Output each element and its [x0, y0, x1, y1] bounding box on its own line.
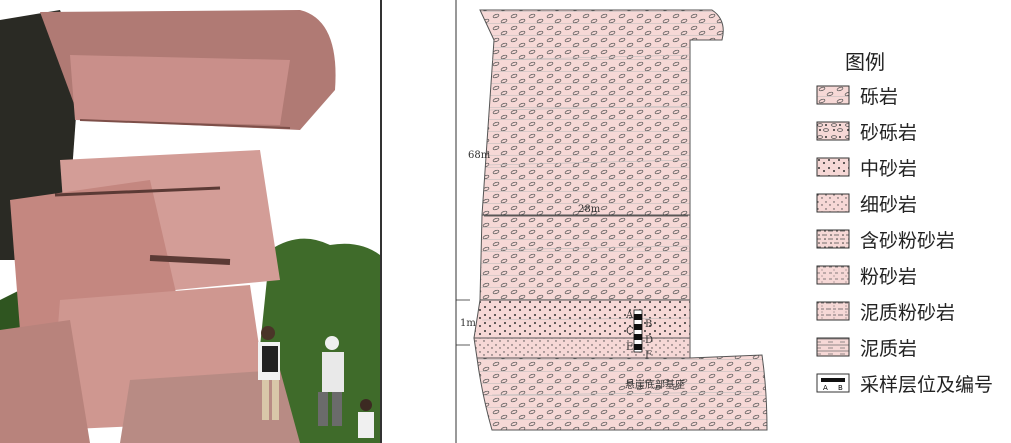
- legend-item-muddy-siltstone: 泥质粉砂岩: [816, 298, 955, 324]
- sample-code-d: D: [645, 335, 653, 346]
- width-dimension-label: 28m: [578, 204, 601, 215]
- sample-marker-icon: A B: [816, 373, 850, 393]
- sandy-siltstone-pattern-icon: [816, 229, 850, 249]
- height-dimension-label: 68m: [468, 150, 491, 161]
- sample-interval-label: 1m: [460, 318, 476, 329]
- legend-item-conglomerate: 砾岩: [816, 82, 898, 108]
- base-label: 悬崖底部基座: [625, 378, 685, 391]
- sample-code-a: A: [625, 310, 634, 321]
- legend-item-fine-sandstone: 细砂岩: [816, 190, 917, 216]
- sample-code-f: F: [645, 350, 652, 361]
- siltstone-pattern-icon: [816, 265, 850, 285]
- person-seated: [358, 399, 374, 438]
- legend-item-sandy-conglomerate: 砂砾岩: [816, 118, 917, 144]
- legend-item-sandy-siltstone: 含砂粉砂岩: [816, 226, 955, 252]
- svg-text:A: A: [823, 384, 828, 392]
- sandy-conglomerate-pattern-icon: [816, 121, 850, 141]
- sample-code-c: C: [626, 326, 634, 337]
- mudstone-pattern-icon: [816, 337, 850, 357]
- muddy-siltstone-pattern-icon: [816, 301, 850, 321]
- sample-code-e: E: [626, 342, 633, 353]
- sample-code-b: B: [645, 319, 652, 330]
- medium-sandstone-pattern-icon: [816, 157, 850, 177]
- legend-item-sample-marker: A B 采样层位及编号: [816, 370, 993, 396]
- sample-interval-dimension: 1m: [456, 300, 476, 345]
- conglomerate-pattern-icon: [816, 85, 850, 105]
- svg-text:B: B: [838, 384, 843, 392]
- legend-title: 图例: [845, 46, 885, 75]
- cliff-photo: [0, 0, 382, 443]
- legend-item-medium-sandstone: 中砂岩: [816, 154, 917, 180]
- rock-column: [474, 10, 767, 430]
- fine-sandstone-pattern-icon: [816, 193, 850, 213]
- legend-item-mudstone: 泥质岩: [816, 334, 917, 360]
- legend-item-siltstone: 粉砂岩: [816, 262, 917, 288]
